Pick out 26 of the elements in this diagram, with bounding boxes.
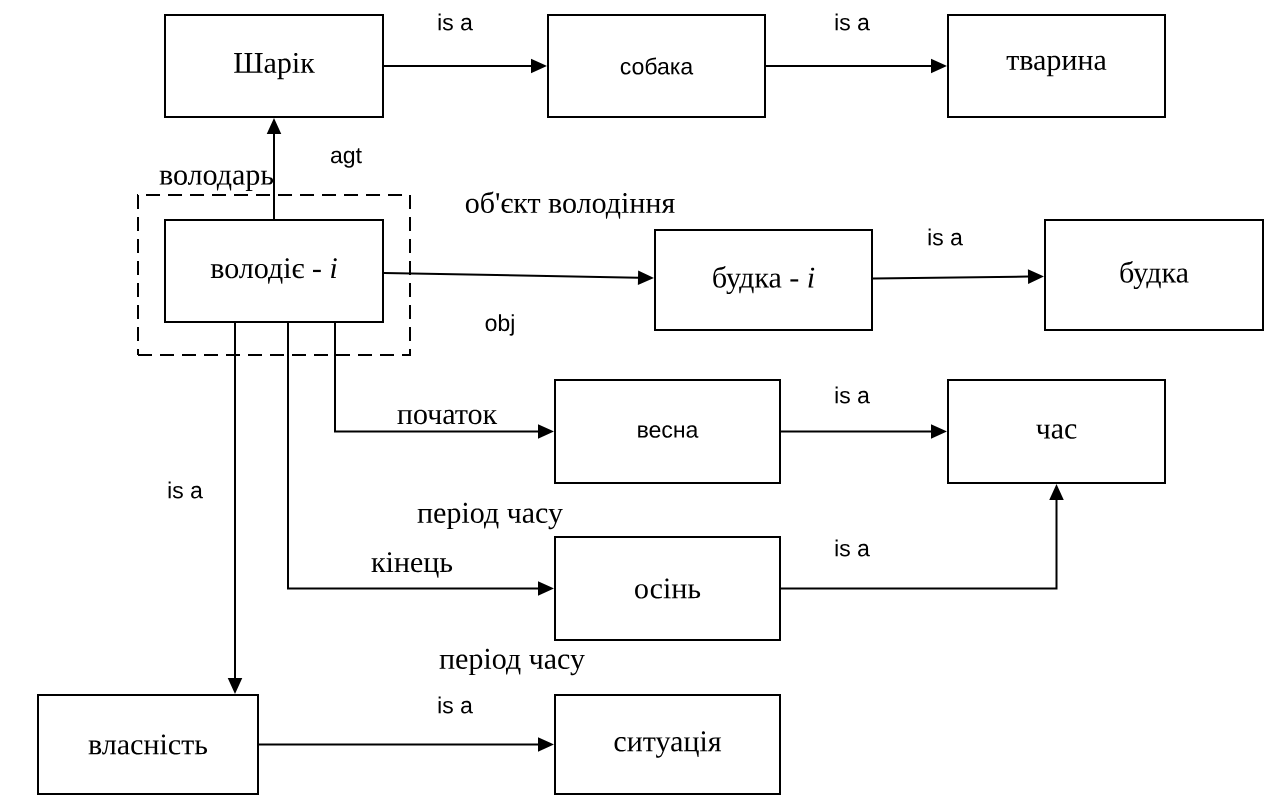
concept-box: будка - i [654, 229, 873, 331]
edge-label: is a [832, 537, 872, 559]
edge-label: obj [482, 312, 518, 338]
edge-label: is a [435, 694, 475, 716]
relation-label: об'єкт володіння [465, 191, 675, 219]
relation-label: період часу [439, 648, 585, 676]
concept-box: час [947, 379, 1166, 484]
edge-label: is a [925, 226, 965, 248]
edge-label: is a [435, 11, 475, 33]
concept-box: ситуація [554, 694, 781, 795]
group-heading: володарь [159, 170, 274, 191]
edge-label: is a [832, 384, 872, 406]
edge-label: початок [394, 407, 500, 427]
edge-label: is a [165, 479, 205, 501]
edge-label: кінець [369, 550, 455, 580]
concept-box: тварина [947, 14, 1166, 118]
concept-box: власність [37, 694, 259, 795]
concept-box: будка [1044, 219, 1264, 331]
edge-label: agt [328, 146, 364, 170]
concept-box: осінь [554, 536, 781, 641]
concept-box: володіє - i [164, 219, 384, 323]
concept-box: весна [554, 379, 781, 484]
concept-box: Шарік [164, 14, 384, 118]
relation-label: період часу [417, 502, 563, 530]
edge-label: is a [832, 11, 872, 33]
concept-box: собака [547, 14, 766, 118]
